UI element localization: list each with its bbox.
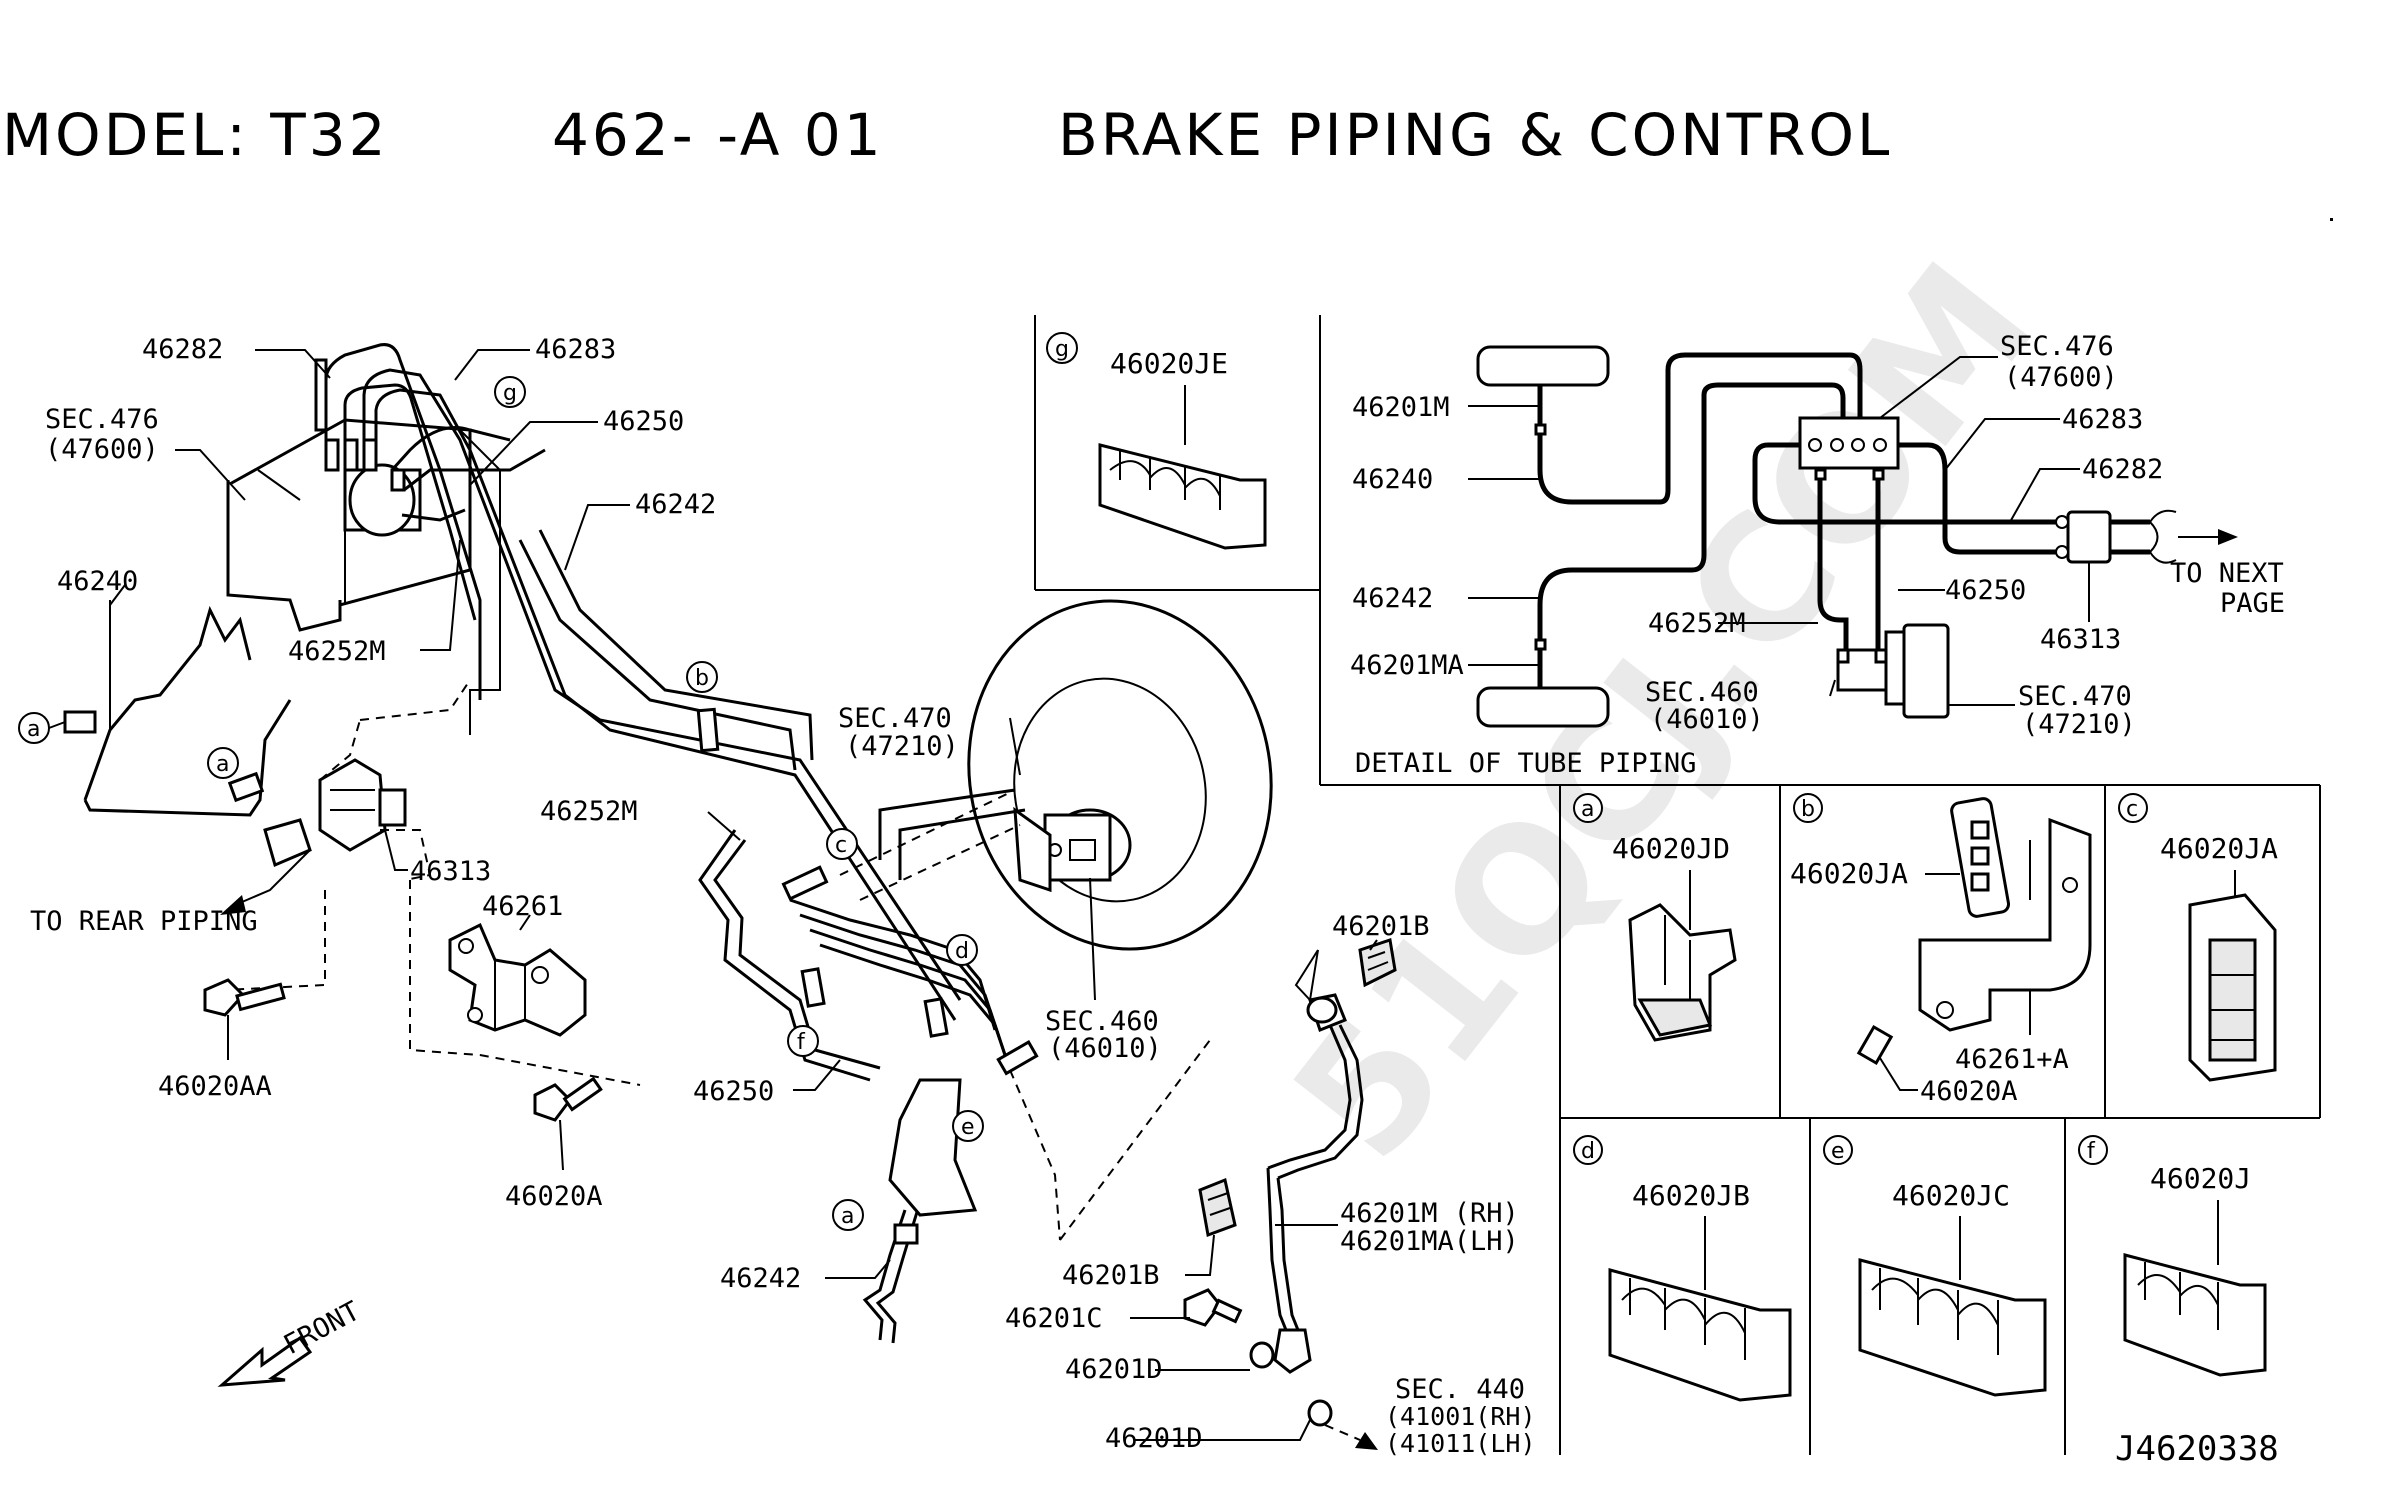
label-46201B: 46201B (1332, 911, 1430, 942)
section-label: 462- -A 01 (552, 101, 884, 169)
detail-caption: DETAIL OF TUBE PIPING (1355, 748, 1696, 779)
inset-f: f 46020J (2078, 1135, 2267, 1377)
inset-g: g 46020JE (1034, 315, 1320, 591)
detail-label-46313: 46313 (2040, 624, 2121, 655)
label-46242: 46242 (635, 489, 716, 520)
label-sec476-code: (47600) (45, 434, 159, 465)
inset-d-part: 46020JB (1632, 1179, 1750, 1212)
bolt-46020AA (203, 978, 286, 1017)
label-46201B-b: 46201B (1062, 1260, 1160, 1291)
inset-b-letter: b (1801, 797, 1815, 822)
circle-b-label: b (695, 666, 709, 691)
label-46250-b: 46250 (693, 1076, 774, 1107)
detail-label-sec460: SEC.460 (1645, 677, 1759, 708)
circle-a3-label: a (841, 1204, 854, 1229)
circle-d-label: d (955, 939, 969, 964)
circle-a-label: a (27, 717, 40, 742)
inset-e: e 46020JC (1823, 1135, 2047, 1397)
inset-e-part: 46020JC (1892, 1179, 2010, 1212)
label-front: FRONT (279, 1296, 365, 1362)
bolt-46020A (533, 1076, 603, 1122)
detail-label-46240: 46240 (1352, 464, 1433, 495)
dot-mark (2330, 218, 2333, 221)
inset-e-letter: e (1831, 1139, 1845, 1164)
inset-b-extra1: 46261+A (1955, 1044, 2069, 1075)
inset-g-letter: g (1055, 337, 1069, 362)
detail-label-page: PAGE (2220, 588, 2285, 619)
inset-f-letter: f (2087, 1139, 2096, 1164)
detail-label-sec470-code: (47210) (2022, 709, 2136, 740)
inset-b: b 46020JA 46261+A 46020A (1790, 793, 2092, 1107)
inset-d: d 46020JB (1573, 1135, 1792, 1402)
label-46283: 46283 (535, 334, 616, 365)
detail-label-sec476-code: (47600) (2004, 362, 2118, 393)
label-sec460: SEC.460 (1045, 1006, 1159, 1037)
detail-label-46201MA: 46201MA (1350, 650, 1464, 681)
detail-label-46201M: 46201M (1352, 392, 1450, 423)
label-sec476: SEC.476 (45, 404, 159, 435)
detail-label-to-next: TO NEXT (2170, 558, 2284, 589)
circle-g-label: g (503, 381, 517, 406)
circle-a2-label: a (216, 752, 229, 777)
inset-a-part: 46020JD (1612, 832, 1730, 865)
label-46201D-b: 46201D (1105, 1423, 1203, 1454)
label-46250: 46250 (603, 406, 684, 437)
label-46201C: 46201C (1005, 1303, 1103, 1334)
detail-label-sec476: SEC.476 (2000, 331, 2114, 362)
label-46242-b: 46242 (720, 1263, 801, 1294)
inset-f-part: 46020J (2150, 1162, 2251, 1195)
label-46020AA: 46020AA (158, 1071, 272, 1102)
label-sec440-lh: (41011(LH) (1385, 1429, 1536, 1458)
inset-b-part: 46020JA (1790, 857, 1908, 890)
label-46201MA-lh: 46201MA(LH) (1340, 1226, 1519, 1257)
drawing-code: J4620338 (2115, 1429, 2279, 1469)
inset-c-letter: c (2126, 797, 2138, 822)
circle-e-label: e (961, 1115, 975, 1140)
circle-f-label: f (797, 1030, 806, 1055)
detail-label-46250: 46250 (1945, 575, 2026, 606)
label-46261: 46261 (482, 891, 563, 922)
detail-label-46252M: 46252M (1648, 608, 1746, 639)
detail-label-sec460-code: (46010) (1650, 704, 1764, 735)
label-sec460-code: (46010) (1048, 1033, 1162, 1064)
label-46313: 46313 (410, 856, 491, 887)
detail-label-sec470: SEC.470 (2018, 681, 2132, 712)
main-drawing: a a b c d e f a g 46282 46283 (18, 334, 1536, 1458)
detail-label-46282: 46282 (2082, 454, 2163, 485)
inset-c: c 46020JA (2118, 793, 2278, 1082)
label-46201M-rh: 46201M (RH) (1340, 1198, 1519, 1229)
inset-c-part: 46020JA (2160, 832, 2278, 865)
detail-label-46283: 46283 (2062, 404, 2143, 435)
label-sec440: SEC. 440 (1395, 1374, 1525, 1405)
inset-g-part: 46020JE (1110, 347, 1228, 380)
label-46252M: 46252M (288, 636, 386, 667)
label-46201D: 46201D (1065, 1354, 1163, 1385)
inset-b-extra2: 46020A (1920, 1076, 2018, 1107)
label-46252M-b: 46252M (540, 796, 638, 827)
circle-c-label: c (835, 833, 847, 858)
detail-tube-piping-panel: 46201M 46240 46242 46201MA 46252M 46250 … (1319, 315, 2320, 786)
label-sec470: SEC.470 (838, 703, 952, 734)
page-title: BRAKE PIPING & CONTROL (1058, 101, 1892, 169)
label-sec470-code: (47210) (845, 731, 959, 762)
label-46020A: 46020A (505, 1181, 603, 1212)
label-46282: 46282 (142, 334, 223, 365)
label-46240: 46240 (57, 566, 138, 597)
detail-label-46242: 46242 (1352, 583, 1433, 614)
inset-d-letter: d (1581, 1139, 1595, 1164)
label-to-rear-piping: TO REAR PIPING (30, 906, 258, 937)
label-sec440-rh: (41001(RH) (1385, 1402, 1536, 1431)
inset-a: a 46020JD (1573, 793, 1737, 1042)
inset-a-letter: a (1581, 797, 1594, 822)
model-label: MODEL: T32 (2, 101, 389, 169)
inset-grid (1559, 785, 2321, 1455)
